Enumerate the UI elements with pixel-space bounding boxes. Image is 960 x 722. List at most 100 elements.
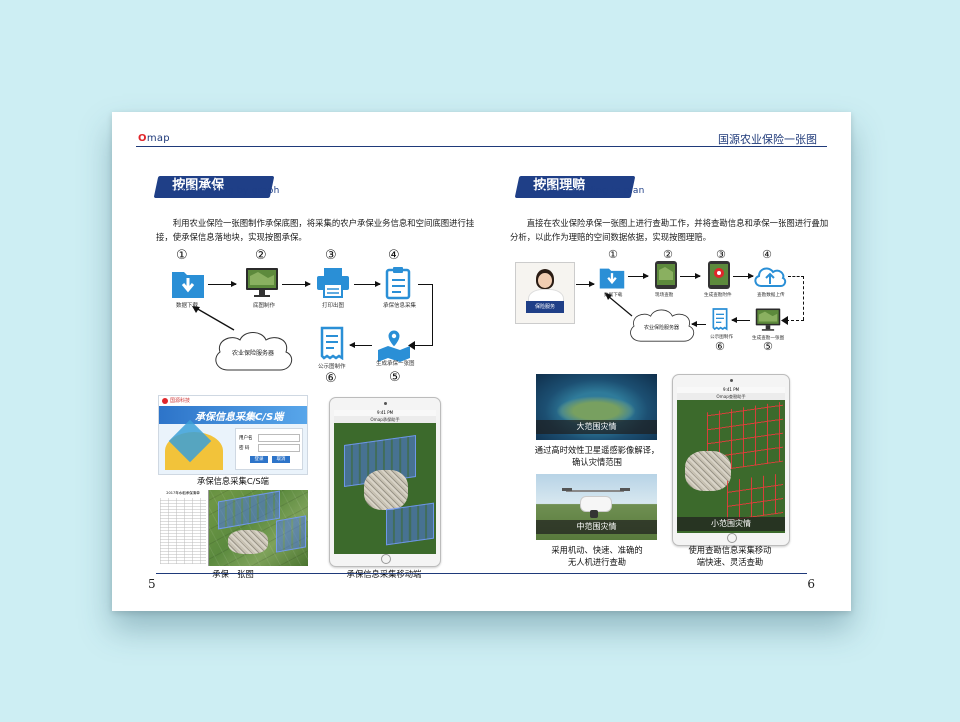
cloud-label: 农业保险服务器 xyxy=(232,350,275,357)
operator-photo: 保险服务 xyxy=(515,262,575,324)
running-title: 国源农业保险一张图 xyxy=(718,133,817,146)
monitor-map-icon xyxy=(246,268,278,297)
satellite-photo: 大范围灾情 xyxy=(536,374,657,440)
flow-connector xyxy=(803,276,804,320)
operator-badge: 保险服务 xyxy=(526,301,564,313)
photo-banner-medium: 中范围灾情 xyxy=(536,520,657,534)
parcel-overlay xyxy=(386,502,434,546)
step-label: 承保信息采集 xyxy=(383,303,417,309)
flow-arrow xyxy=(192,306,235,331)
cloud-label: 农业保险服务器 xyxy=(644,325,680,331)
mobile-tablet: 9:41 PM Omap承保助手 xyxy=(329,397,441,567)
table-grid xyxy=(160,498,206,564)
step-number: ① xyxy=(608,248,618,261)
right-section-subtitle: Settle according to plan xyxy=(530,186,645,196)
caption-large: 通过高时效性卫星遥感影像解译，确认灾情范围 xyxy=(534,445,660,467)
flow-arrow xyxy=(733,271,754,281)
flow-arrow xyxy=(350,345,372,347)
step-label: 打印出图 xyxy=(322,303,345,309)
step-number: ⑥ xyxy=(715,340,725,353)
underwriting-map-image: 2017年水稻承保清单 xyxy=(158,490,308,566)
photo-banner-small: 小范围灾情 xyxy=(677,517,785,531)
brand-logo: Omap xyxy=(138,133,170,144)
tablet-home-button[interactable] xyxy=(727,533,737,543)
flow-arrow xyxy=(354,279,381,289)
step-label: 公示图制作 xyxy=(318,364,346,370)
step-number: ② xyxy=(663,248,673,261)
left-paragraph: 利用农业保险一张图制作承保底图，将采集的农户承保业务信息和空间底图进行挂接，使承… xyxy=(156,218,475,242)
tablet-screen: 9:41 PM Omap承保助手 xyxy=(334,410,436,554)
login-button[interactable]: 登录 xyxy=(250,456,268,463)
operator-face xyxy=(538,273,552,288)
document-icon xyxy=(712,308,728,331)
parcel-overlay xyxy=(218,490,280,530)
arrowhead xyxy=(408,341,415,350)
step-number: ② xyxy=(255,248,267,263)
caption-underwriting-map: 承保一张图 xyxy=(212,569,254,579)
step-label: 生成承保一张图 xyxy=(376,361,415,367)
tablet-status-bar: 9:41 PM xyxy=(334,410,436,416)
cs-app-title: 承保信息采集C/S端 xyxy=(195,412,284,423)
flow-arrow xyxy=(576,279,595,289)
cs-logo-text: 国源科技 xyxy=(170,398,191,404)
step-number: ④ xyxy=(762,248,772,261)
download-folder-icon xyxy=(599,268,625,289)
cs-client-screenshot: 国源科技 承保信息采集C/S端 用户名 密 码 登录 取消 xyxy=(158,395,308,475)
step-label: 生成查勘附件 xyxy=(704,293,732,298)
drone-rotor xyxy=(620,488,630,491)
flow-connector xyxy=(786,320,804,321)
tablet-screen: 9:41 PM Omap查勘助手 小范围灾情 xyxy=(677,387,785,533)
left-section-subtitle: Underwriting by graph xyxy=(172,186,280,196)
right-page-number: 6 xyxy=(807,577,815,591)
step-number: ⑤ xyxy=(389,370,401,385)
tablet-camera xyxy=(729,379,733,382)
left-page-number: 5 xyxy=(148,577,156,591)
drone-photo: 中范围灾情 xyxy=(536,474,657,540)
caption-line: 无人机进行查勘 xyxy=(567,557,627,567)
underwriting-table: 2017年水稻承保清单 xyxy=(158,490,209,566)
step-number: ⑤ xyxy=(763,340,773,353)
step-label: 现场查勘 xyxy=(655,293,674,298)
step-label: 查勘数据上传 xyxy=(757,293,785,298)
brochure-spread: Omap 国源农业保险一张图 按图承保 Underwriting by grap… xyxy=(112,112,851,611)
tablet-home-button[interactable] xyxy=(381,554,391,564)
username-input[interactable] xyxy=(258,434,300,442)
cs-header-banner: 承保信息采集C/S端 xyxy=(159,406,307,424)
monitor-map-icon xyxy=(755,308,781,331)
header-rule xyxy=(136,146,827,147)
step-number: ① xyxy=(176,248,188,263)
map-pin-icon xyxy=(378,329,410,362)
step-label: 底图制作 xyxy=(253,303,276,309)
caption-mobile: 承保信息采集移动端 xyxy=(346,569,422,579)
flow-arrow xyxy=(605,293,633,317)
tablet-camera xyxy=(383,402,387,405)
drone-rotor xyxy=(562,488,572,491)
caption-line: 使用查勘信息采集移动 xyxy=(688,545,772,555)
flow-connector xyxy=(788,276,804,277)
flow-arrow xyxy=(628,271,649,281)
flow-arrow xyxy=(680,271,701,281)
tablet-app-title: Omap查勘助手 xyxy=(677,393,785,400)
password-label: 密 码 xyxy=(239,446,250,451)
flow-connector xyxy=(418,284,432,286)
tablet-map-icon xyxy=(655,261,677,289)
village-area xyxy=(228,530,268,554)
drone-arms xyxy=(566,490,624,492)
footer-rule xyxy=(156,573,807,574)
village-area xyxy=(364,470,408,510)
caption-drone: 采用机动、快速、准确的 无人机进行查勘 xyxy=(532,544,662,568)
password-input[interactable] xyxy=(258,444,300,452)
step-number: ⑥ xyxy=(325,371,337,386)
flow-connector xyxy=(432,284,434,346)
caption-line: 采用机动、快速、准确的 xyxy=(551,545,643,555)
flow-arrow xyxy=(732,320,750,322)
cloud-upload-icon xyxy=(754,267,787,287)
tablet-status-bar: 9:41 PM xyxy=(677,387,785,393)
right-paragraph: 直接在农业保险承保一张图上进行查勘工作，并将查勘信息和承保一张图进行叠加分析，以… xyxy=(510,218,829,242)
step-label: 数据下载 xyxy=(604,293,623,298)
mobile-tablet: 9:41 PM Omap查勘助手 小范围灾情 xyxy=(672,374,790,546)
clipboard-icon xyxy=(385,267,411,300)
village-area xyxy=(685,451,731,491)
step-number: ③ xyxy=(716,248,726,261)
cancel-button[interactable]: 取消 xyxy=(272,456,290,463)
